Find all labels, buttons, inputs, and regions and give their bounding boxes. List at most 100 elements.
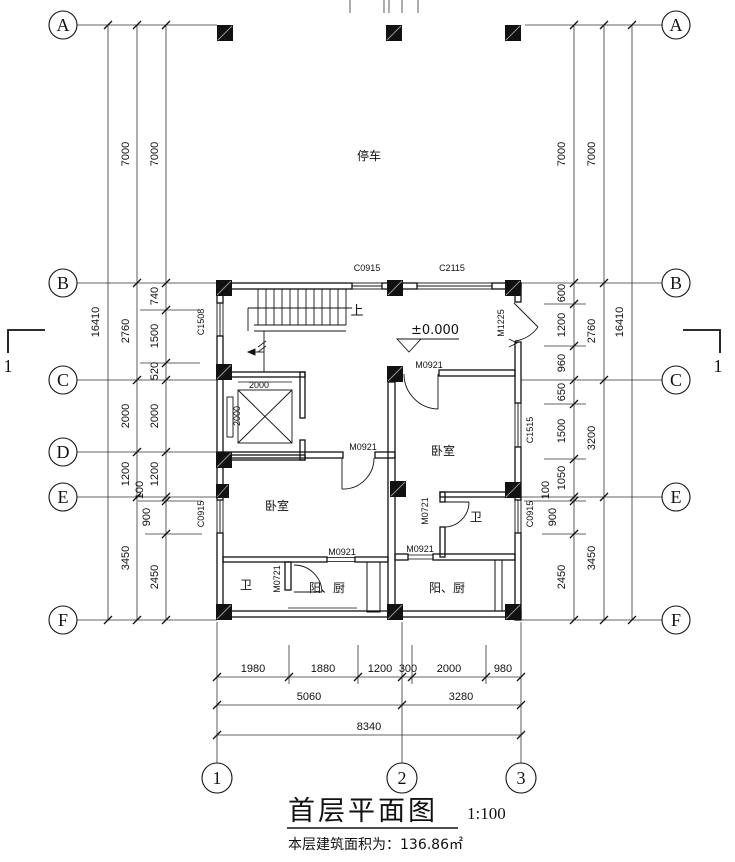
- svg-text:C0915: C0915: [196, 501, 206, 528]
- svg-text:1880: 1880: [311, 663, 335, 675]
- opening-labels: C0915 C2115 C1508 C0915 M1225 C1515 C091…: [196, 263, 535, 593]
- svg-text:3450: 3450: [586, 546, 598, 570]
- svg-text:1980: 1980: [241, 663, 265, 675]
- svg-text:3280: 3280: [449, 691, 473, 703]
- room-label-balcony-left: 阳、厨: [309, 581, 345, 595]
- svg-text:2000: 2000: [149, 404, 161, 428]
- room-label-bath-right: 卫: [470, 510, 482, 524]
- room-label-balcony-right: 阳、厨: [429, 581, 465, 595]
- drawing-scale: 1:100: [467, 804, 506, 823]
- svg-text:C2115: C2115: [439, 263, 465, 273]
- svg-text:M0721: M0721: [420, 497, 430, 525]
- section-marks: [7, 329, 721, 353]
- room-label-parking: 停车: [357, 148, 381, 163]
- section-mark-right: 1: [714, 356, 723, 376]
- svg-text:B: B: [670, 273, 682, 293]
- svg-text:F: F: [58, 610, 68, 630]
- drawing-title: 首层平面图: [288, 796, 438, 827]
- svg-text:900: 900: [141, 508, 153, 526]
- svg-text:B: B: [57, 273, 69, 293]
- svg-text:3: 3: [517, 768, 526, 788]
- svg-text:7000: 7000: [586, 142, 598, 166]
- svg-text:100: 100: [540, 481, 552, 499]
- svg-text:M0721: M0721: [272, 565, 282, 593]
- columns: [216, 25, 521, 620]
- svg-text:M0921: M0921: [328, 547, 356, 557]
- svg-text:A: A: [670, 15, 683, 35]
- svg-text:100: 100: [134, 481, 146, 499]
- svg-text:900: 900: [547, 508, 559, 526]
- svg-text:1500: 1500: [556, 419, 568, 443]
- svg-text:C1515: C1515: [525, 417, 535, 444]
- svg-text:3450: 3450: [120, 546, 132, 570]
- kitchen-ducts: [288, 559, 503, 613]
- svg-text:16410: 16410: [90, 307, 102, 338]
- stairs: [246, 289, 352, 372]
- room-label-bedroom-left: 卧室: [265, 498, 289, 513]
- doors: [293, 302, 539, 593]
- door-thresholds: [326, 554, 434, 562]
- svg-text:F: F: [671, 610, 681, 630]
- svg-text:2760: 2760: [120, 319, 132, 343]
- svg-text:7000: 7000: [556, 142, 568, 166]
- svg-text:2000: 2000: [437, 663, 461, 675]
- svg-text:1200: 1200: [368, 663, 392, 675]
- svg-text:E: E: [671, 487, 682, 507]
- title-block: 首层平面图 1:100 本层建筑面积为：136.86㎡: [287, 796, 506, 853]
- svg-text:8340: 8340: [357, 721, 381, 733]
- svg-text:C: C: [670, 370, 682, 390]
- room-labels: 停车 卧室 卧室 卫 卫 阳、厨 阳、厨 上: [240, 148, 482, 595]
- room-label-bath-left: 卫: [240, 578, 252, 592]
- svg-text:7000: 7000: [120, 142, 132, 166]
- dimension-ticks: [103, 20, 637, 740]
- svg-text:2000: 2000: [232, 406, 242, 426]
- elevator: [226, 381, 293, 444]
- svg-text:520: 520: [149, 362, 161, 380]
- svg-text:1200: 1200: [120, 462, 132, 486]
- svg-text:2000: 2000: [120, 404, 132, 428]
- svg-text:960: 960: [556, 354, 568, 372]
- level-mark: ±0.000: [395, 323, 459, 353]
- svg-text:650: 650: [556, 383, 568, 401]
- windows: [216, 282, 522, 534]
- svg-text:1200: 1200: [149, 462, 161, 486]
- stair-up-label: 上: [350, 304, 363, 319]
- svg-text:C0915: C0915: [525, 501, 535, 528]
- svg-text:C0915: C0915: [354, 263, 381, 273]
- grid-bubble-labels: A B C D E F A B C E F 1 2 3: [57, 15, 683, 788]
- svg-text:7000: 7000: [149, 142, 161, 166]
- svg-text:A: A: [57, 15, 70, 35]
- dimensions-left: 16410 7000 2760 2000 1200 3450 7000 740 …: [90, 142, 161, 589]
- svg-text:D: D: [57, 442, 70, 462]
- svg-text:2450: 2450: [556, 565, 568, 589]
- dimensions-right: 16410 7000 2760 3200 3450 7000 600 1200 …: [540, 142, 626, 589]
- svg-text:1: 1: [213, 768, 222, 788]
- svg-text:2000: 2000: [249, 380, 269, 390]
- svg-text:16410: 16410: [614, 307, 626, 338]
- svg-text:980: 980: [494, 663, 512, 675]
- svg-text:3200: 3200: [586, 426, 598, 450]
- svg-text:2760: 2760: [586, 319, 598, 343]
- grid-lines: [77, 0, 662, 763]
- svg-text:740: 740: [149, 287, 161, 305]
- svg-text:600: 600: [556, 284, 568, 302]
- svg-text:M0921: M0921: [349, 442, 377, 452]
- svg-text:2450: 2450: [149, 565, 161, 589]
- section-mark-left: 1: [4, 356, 13, 376]
- svg-text:300: 300: [399, 663, 417, 675]
- svg-text:M1225: M1225: [496, 309, 506, 337]
- svg-text:1050: 1050: [556, 466, 568, 490]
- svg-text:5060: 5060: [297, 691, 321, 703]
- svg-text:E: E: [58, 487, 69, 507]
- svg-text:M0921: M0921: [415, 360, 443, 370]
- area-note: 本层建筑面积为：136.86㎡: [288, 837, 463, 853]
- svg-text:C1508: C1508: [196, 309, 206, 336]
- dimensions-bottom: 1980 1880 1200 300 2000 980 5060 3280 83…: [241, 663, 512, 733]
- svg-text:C: C: [57, 370, 69, 390]
- svg-text:1200: 1200: [556, 313, 568, 337]
- svg-text:1500: 1500: [149, 324, 161, 348]
- svg-text:2: 2: [398, 768, 407, 788]
- room-label-bedroom-right: 卧室: [431, 443, 455, 458]
